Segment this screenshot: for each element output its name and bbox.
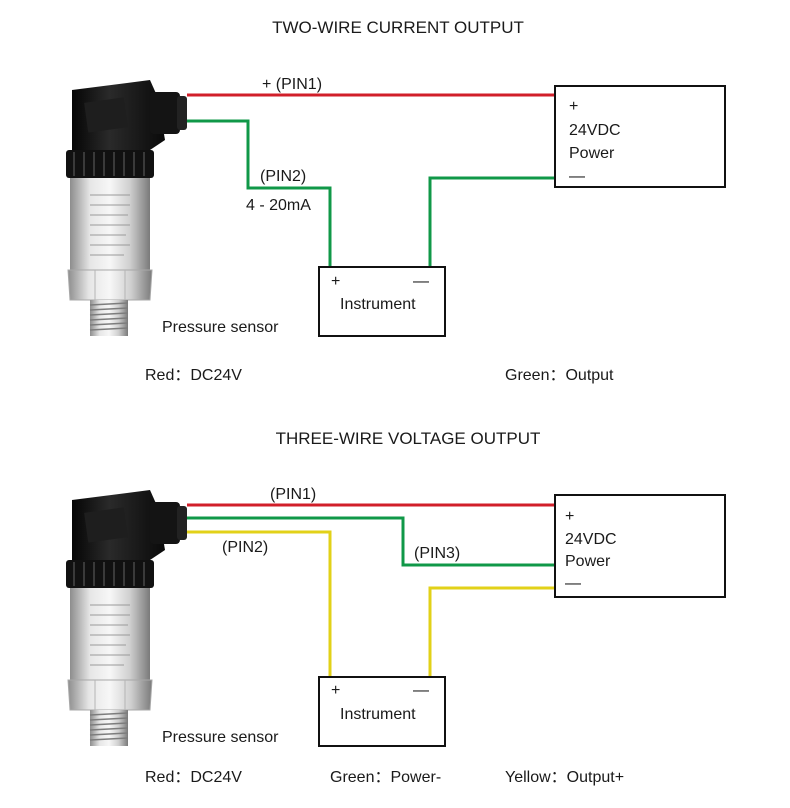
two-wire-section: TWO-WIRE CURRENT OUTPUT + (PIN1) (PIN2) … <box>65 18 726 384</box>
pin1-label: (PIN1) <box>270 486 316 503</box>
yellow-wire-pin2 <box>187 530 332 677</box>
instrument-box: + — Instrument <box>318 676 446 747</box>
green-wire-pin3 <box>187 516 555 567</box>
power-label: Power <box>565 553 611 570</box>
legend-red: Red：DC24V <box>145 367 242 384</box>
green-wire-return <box>428 176 555 268</box>
pin2-label: (PIN2) <box>222 539 268 556</box>
pin1-label: + (PIN1) <box>262 76 322 93</box>
power-voltage: 24VDC <box>569 122 621 139</box>
instrument-label: Instrument <box>340 706 416 723</box>
three-wire-title: THREE-WIRE VOLTAGE OUTPUT <box>276 429 541 448</box>
instrument-plus: + <box>331 682 340 699</box>
signal-label: 4 - 20mA <box>246 197 311 214</box>
sensor-label: Pressure sensor <box>162 729 279 746</box>
power-label: Power <box>569 145 615 162</box>
pressure-sensor-icon <box>65 489 188 747</box>
sensor-label: Pressure sensor <box>162 319 279 336</box>
legend-yellow: Yellow：Output+ <box>505 769 624 786</box>
power-minus: — <box>565 575 581 592</box>
instrument-box: + — Instrument <box>318 266 446 337</box>
power-supply-box: + 24VDC Power — <box>554 85 726 188</box>
instrument-minus: — <box>413 273 429 290</box>
legend-red: Red：DC24V <box>145 769 242 786</box>
pin3-label: (PIN3) <box>414 545 460 562</box>
pin2-label: (PIN2) <box>260 168 306 185</box>
power-plus: + <box>569 98 578 115</box>
power-voltage: 24VDC <box>565 531 617 548</box>
instrument-plus: + <box>331 273 340 290</box>
instrument-minus: — <box>413 682 429 699</box>
three-wire-section: THREE-WIRE VOLTAGE OUTPUT (PIN1) (PIN2) … <box>65 429 726 786</box>
two-wire-title: TWO-WIRE CURRENT OUTPUT <box>272 18 524 37</box>
power-minus: — <box>569 168 585 185</box>
green-wire-pin2 <box>187 119 332 268</box>
power-plus: + <box>565 508 574 525</box>
power-supply-box: + 24VDC Power — <box>554 494 726 598</box>
legend-green: Green：Power- <box>330 769 441 786</box>
pressure-sensor-icon <box>65 79 188 337</box>
instrument-label: Instrument <box>340 296 416 313</box>
legend-green: Green：Output <box>505 367 614 384</box>
yellow-wire-return <box>428 586 555 677</box>
